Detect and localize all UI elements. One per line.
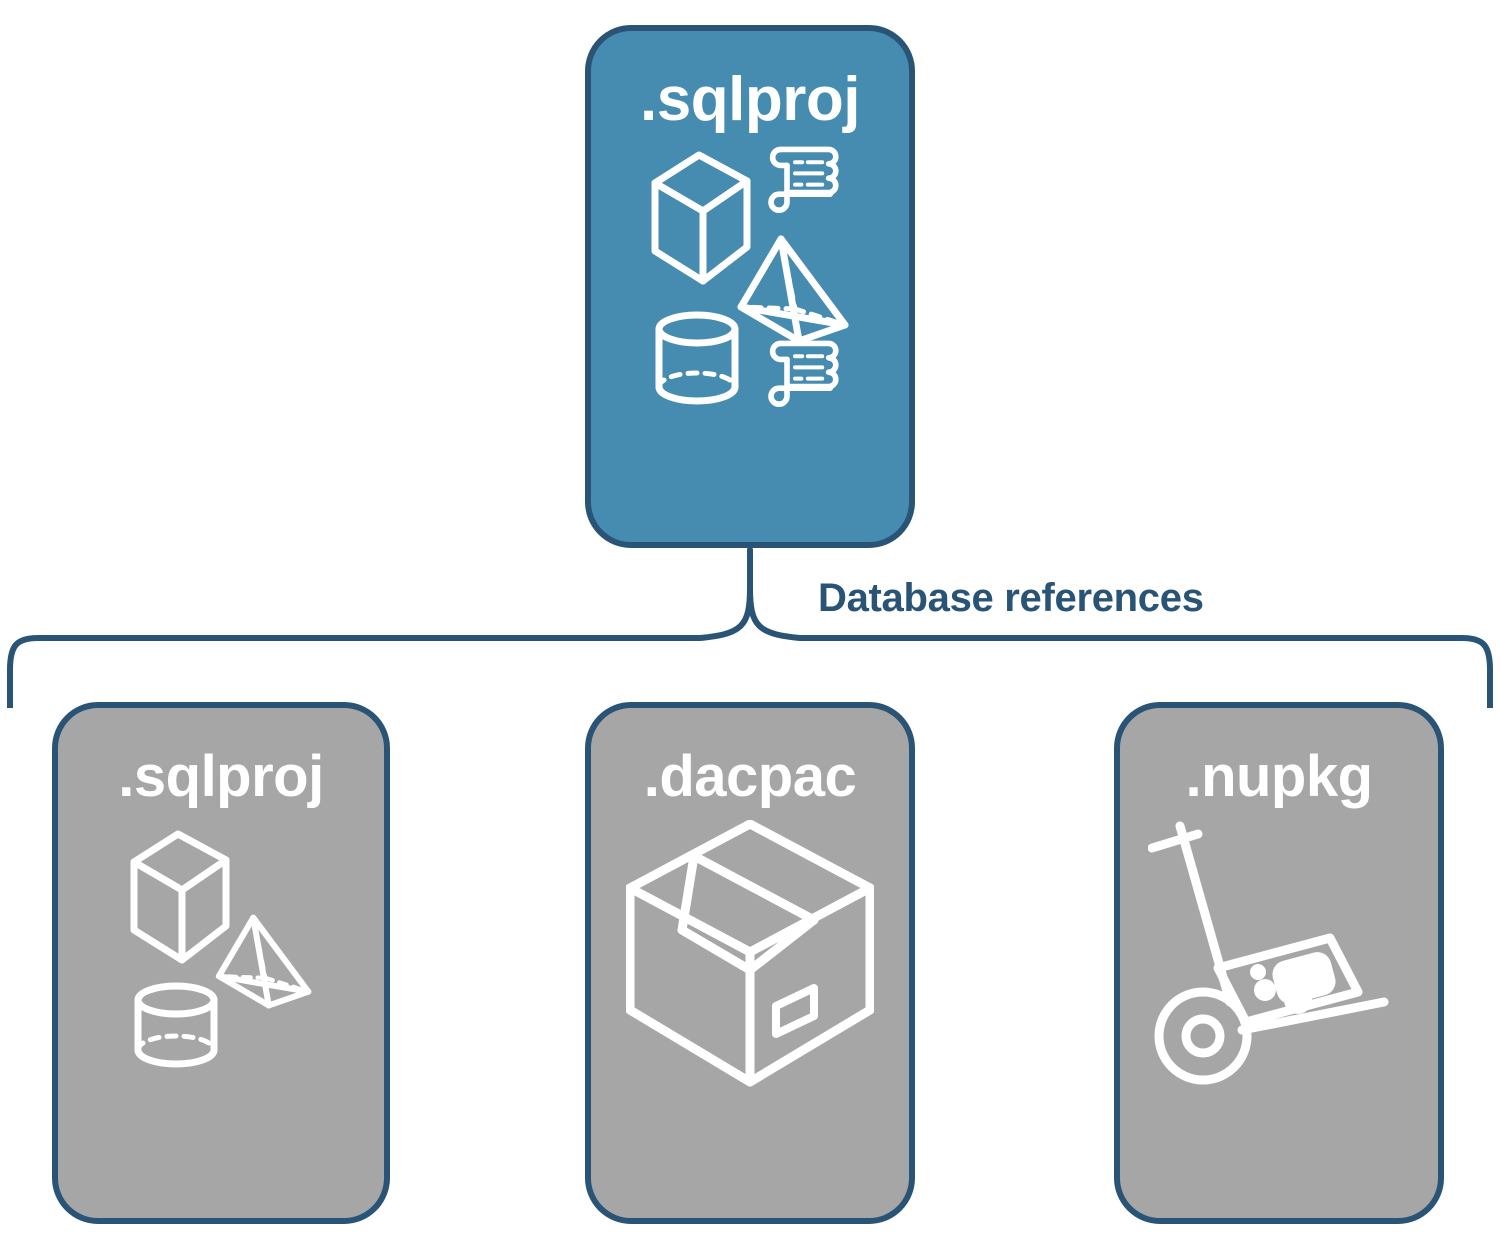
node-ref-dacpac[interactable]: .dacpac (585, 702, 915, 1224)
node-ref-sqlproj-label: .sqlproj (118, 744, 324, 809)
database-references-bracket (7, 548, 1493, 708)
cylinder-icon (134, 982, 218, 1068)
package-box-artwork (626, 820, 874, 1087)
cube-icon (130, 830, 230, 964)
hand-truck-artwork (1148, 821, 1389, 1085)
node-ref-sqlproj[interactable]: .sqlproj (52, 702, 390, 1224)
package-box-icon (626, 820, 874, 1087)
connector-label: Database references (818, 576, 1204, 620)
cube-icon (651, 151, 751, 285)
node-ref-dacpac-label: .dacpac (643, 744, 857, 809)
scroll-icon (768, 340, 839, 407)
node-ref-nupkg-label: .nupkg (1185, 744, 1373, 809)
node-ref-nupkg[interactable]: .nupkg (1114, 702, 1444, 1224)
nuget-package-icon (1213, 933, 1363, 1027)
node-root-sqlproj[interactable]: .sqlproj (585, 25, 915, 548)
root-shapes-artwork (651, 146, 849, 407)
pyramid-icon (215, 914, 312, 1009)
pyramid-icon (737, 235, 849, 345)
cylinder-icon (655, 311, 739, 405)
scroll-icon (768, 146, 839, 213)
node-root-sqlproj-label: .sqlproj (640, 65, 860, 134)
ref-sqlproj-shapes-artwork (130, 830, 312, 1068)
